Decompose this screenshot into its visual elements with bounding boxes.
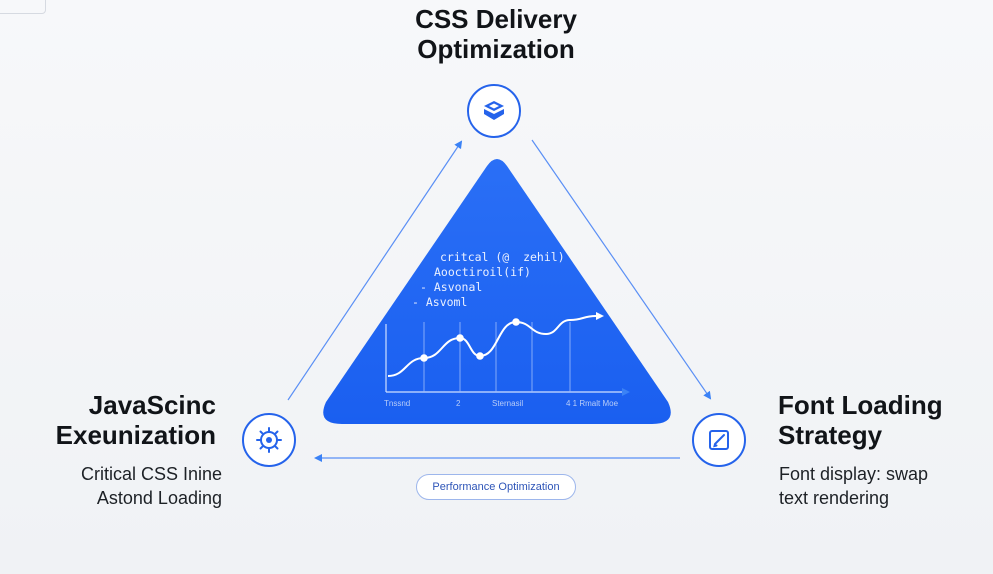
node-title-line: CSS Delivery <box>415 4 577 34</box>
node-title-line: JavaScinc <box>88 390 216 420</box>
node-subtitle-line: text rendering <box>779 488 890 508</box>
code-line: - Asvonal <box>420 280 483 294</box>
code-line: - Asvoml <box>412 295 468 309</box>
node-title-line: Exeunization <box>55 420 216 450</box>
node-title-line: Strategy <box>778 420 883 450</box>
arrow-left-to-top <box>287 140 463 401</box>
node-title-css-delivery: CSS Delivery Optimization <box>346 4 646 64</box>
node-title-line: Font Loading <box>778 390 943 420</box>
chart-point <box>456 334 464 342</box>
chart-point <box>512 318 520 326</box>
center-triangle <box>323 159 671 424</box>
node-title-font-loading: Font Loading Strategy <box>778 390 978 450</box>
node-subtitle-line: Critical CSS Inine <box>80 464 222 484</box>
layers-cube-icon-glyph <box>484 101 504 120</box>
node-subtitle-font-loading: Font display: swap text rendering <box>779 462 979 510</box>
code-line: Aooctiroil(if) <box>434 265 531 279</box>
corner-tab <box>0 0 46 14</box>
chart-point <box>420 354 428 362</box>
center-chart: Tnssnd 2 Sternasil 4 1 Rmalt Moe <box>384 312 630 408</box>
edit-document-icon[interactable] <box>692 413 746 467</box>
chart-tick-label-2: 2 <box>456 399 461 408</box>
code-line: critcal (@ zehil) <box>440 250 565 264</box>
chart-line-arrowhead <box>596 312 604 320</box>
chart-tick-label-1: Tnssnd <box>384 399 410 408</box>
node-subtitle-line: Font display: swap <box>779 464 929 484</box>
arrow-top-to-right <box>531 139 712 400</box>
performance-optimization-badge[interactable]: Performance Optimization <box>416 474 576 500</box>
code-snippet: critcal (@ zehil) Aooctiroil(if) - Asvon… <box>406 250 576 310</box>
chart-point <box>476 352 484 360</box>
node-title-javascript: JavaScinc Exeunization <box>16 390 216 450</box>
chart-points <box>420 312 604 362</box>
gear-brain-icon[interactable] <box>242 413 296 467</box>
node-subtitle-line: Astond Loading <box>96 488 222 508</box>
gear-brain-icon-glyph <box>256 427 282 453</box>
layers-cube-icon[interactable] <box>467 84 521 138</box>
chart-series-line <box>387 315 597 377</box>
edit-document-icon-glyph <box>709 430 729 450</box>
node-title-line: Optimization <box>417 34 575 64</box>
chart-x-ticks: Tnssnd 2 Sternasil 4 1 Rmalt Moe <box>384 399 619 408</box>
node-subtitle-javascript: Critical CSS Inine Astond Loading <box>16 462 222 510</box>
chart-tick-label-4: 4 1 Rmalt Moe <box>566 399 619 408</box>
chart-tick-label-3: Sternasil <box>492 399 523 408</box>
